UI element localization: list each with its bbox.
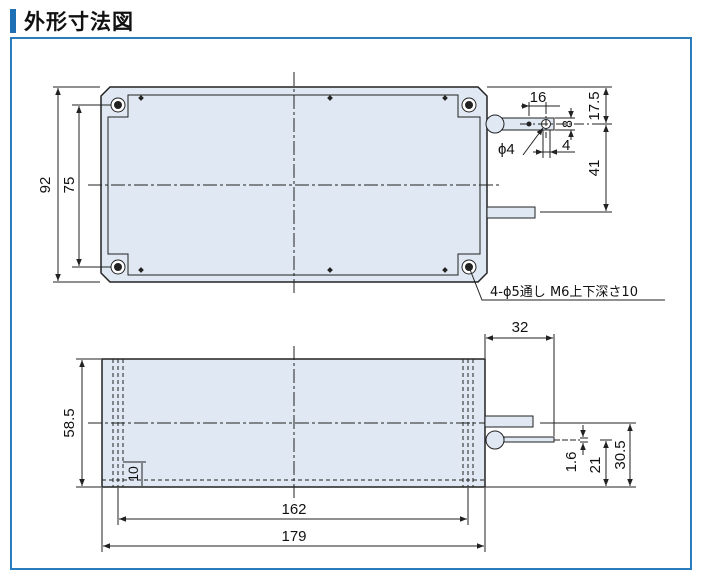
dim-92: 92 — [37, 177, 54, 194]
section-header: 外形寸法図 — [10, 6, 134, 36]
front-view — [76, 334, 636, 552]
corner-hole-top-left — [110, 97, 126, 113]
dim-30-5: 30.5 — [612, 440, 629, 469]
corner-hole-top-right — [461, 97, 477, 113]
hole-note: 4-ϕ5通し M6上下深さ10 — [490, 285, 638, 300]
dim-phi4: ϕ4 — [498, 141, 515, 158]
dim-1-6: 1.6 — [563, 452, 580, 473]
dim-21: 21 — [587, 457, 604, 474]
dim-32: 32 — [512, 319, 529, 336]
top-view — [53, 72, 665, 301]
front-view-ground-tab — [485, 430, 580, 450]
lid-screws — [138, 95, 448, 273]
top-view-lid — [107, 94, 481, 276]
dim-41: 41 — [586, 160, 603, 177]
dim-10: 10 — [125, 466, 141, 482]
dim-179: 179 — [281, 528, 306, 545]
dim-16: 16 — [530, 89, 547, 106]
dim-17-5: 17.5 — [586, 91, 603, 120]
corner-hole-bottom-left — [110, 259, 126, 275]
dim-162: 162 — [281, 501, 306, 518]
front-view-cable — [484, 415, 534, 428]
top-view-outline — [100, 86, 488, 283]
dim-75: 75 — [61, 177, 78, 194]
header-accent-bar — [10, 9, 16, 33]
dim-8: 8 — [559, 120, 575, 128]
top-view-ground-tab — [485, 108, 600, 140]
dim-58-5: 58.5 — [61, 408, 78, 437]
dim-4: 4 — [562, 137, 570, 154]
top-view-cable — [486, 206, 536, 219]
section-title: 外形寸法図 — [24, 10, 134, 34]
